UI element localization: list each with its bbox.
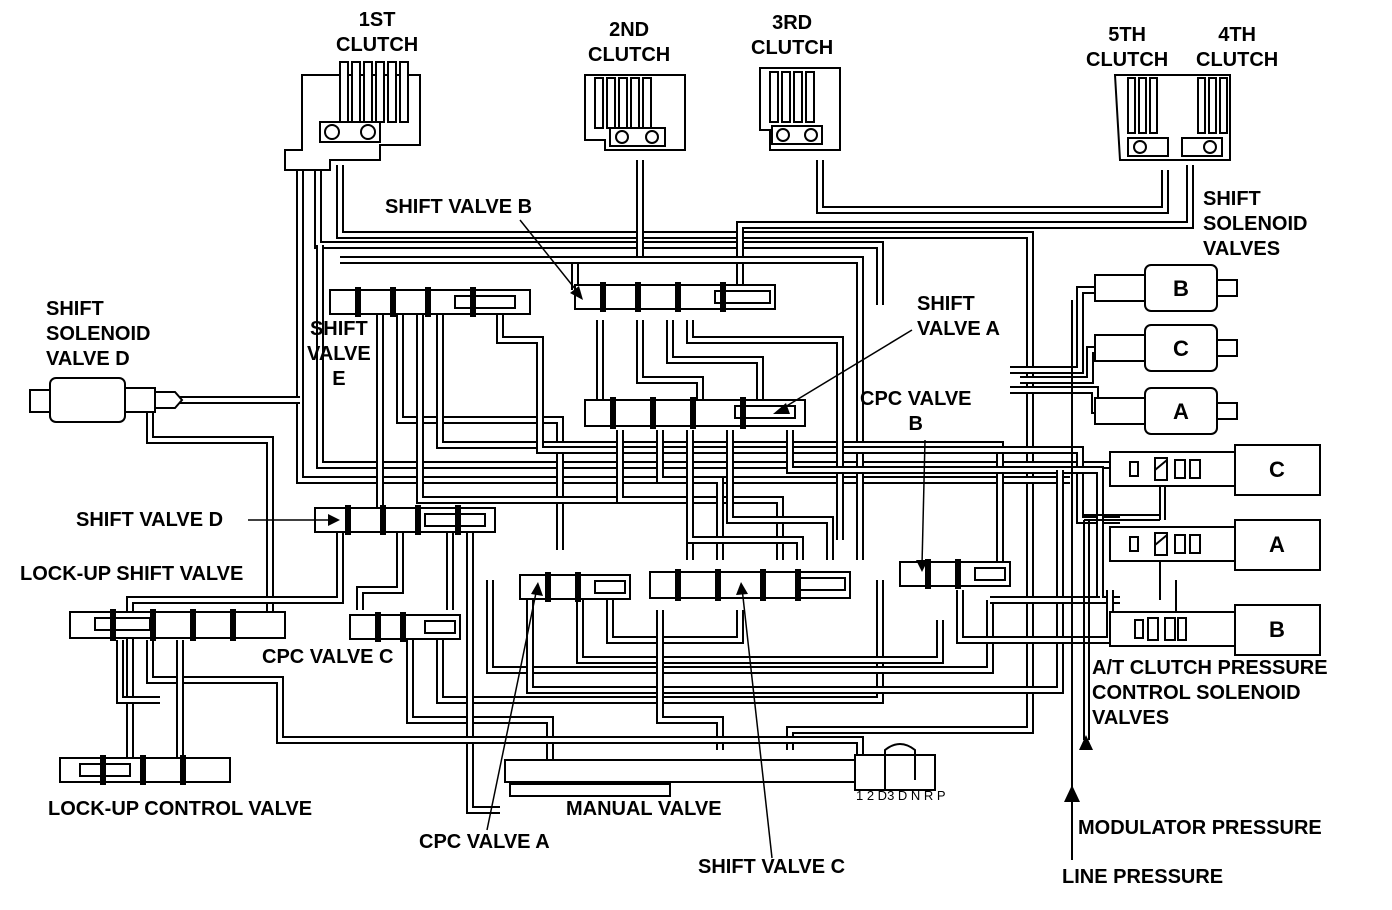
label-shift-valve-e-line1: SHIFT	[309, 318, 368, 340]
at-solenoid-c-letter: C	[1269, 457, 1285, 482]
label-shift-valve-e: SHIFT VALVE E	[307, 317, 371, 392]
label-lockup-control-valve: LOCK-UP CONTROL VALVE	[48, 798, 313, 820]
shift-valve-e-body	[329, 287, 531, 317]
label-shift-solenoid-valve-d-line1: SHIFT	[46, 298, 104, 320]
at-solenoid-a-letter: A	[1269, 532, 1285, 557]
hydraulic-passages	[116, 160, 1194, 814]
label-1st-clutch-line1: 1ST	[358, 9, 396, 31]
manual-valve-body: 1 2 D3 D N R P	[504, 743, 946, 803]
label-1st-clutch: 1ST CLUTCH	[336, 8, 418, 58]
shift-valve-d-body	[314, 505, 496, 535]
label-4th-clutch: 4TH CLUTCH	[1196, 23, 1278, 73]
label-1st-clutch-line2: CLUTCH	[336, 34, 419, 56]
shift-solenoid-valve-d	[29, 377, 184, 423]
label-cpc-valve-b: CPC VALVE B	[860, 387, 972, 437]
label-3rd-clutch-line2: CLUTCH	[751, 37, 834, 59]
label-2nd-clutch: 2ND CLUTCH	[588, 18, 670, 68]
label-2nd-clutch-line1: 2ND	[609, 19, 650, 41]
label-5th-clutch: 5TH CLUTCH	[1086, 23, 1168, 73]
label-at-clutch-pressure-line1: A/T CLUTCH PRESSURE	[1092, 657, 1328, 679]
label-shift-solenoid-valve-d: SHIFT SOLENOID VALVE D	[46, 297, 150, 372]
label-shift-solenoid-valve-d-line2: SOLENOID	[46, 323, 151, 345]
label-at-clutch-pressure-line3: VALVES	[1092, 707, 1170, 729]
shift-valve-b-body	[574, 282, 776, 312]
clutch-2nd	[584, 74, 686, 151]
label-shift-solenoid-valves-line1: SHIFT	[1203, 188, 1261, 210]
label-shift-solenoid-valve-d-line3: VALVE D	[46, 348, 130, 370]
label-shift-valve-a: SHIFT VALVE A	[917, 292, 1000, 342]
shift-valve-c-body	[649, 569, 851, 601]
cpc-valve-c-body	[349, 612, 461, 642]
label-5th-clutch-line1: 5TH	[1108, 24, 1146, 46]
at-clutch-pressure-solenoids: C A B	[1109, 444, 1321, 656]
at-solenoid-b-letter: B	[1269, 617, 1285, 642]
label-4th-clutch-line2: CLUTCH	[1196, 49, 1279, 71]
manual-valve-positions: 1 2 D3 D N R P	[856, 788, 946, 803]
label-3rd-clutch: 3RD CLUTCH	[751, 11, 833, 61]
label-cpc-valve-b-line1: CPC VALVE	[860, 388, 972, 410]
label-5th-clutch-line2: CLUTCH	[1086, 49, 1169, 71]
shift-solenoid-valves: B C A	[1094, 264, 1238, 435]
label-shift-valve-d: SHIFT VALVE D	[76, 509, 224, 531]
cpc-valve-b-body	[899, 559, 1011, 589]
label-shift-valve-c: SHIFT VALVE C	[698, 856, 846, 878]
leader-arrows	[248, 219, 1093, 860]
label-cpc-valve-a: CPC VALVE A	[419, 831, 550, 853]
label-shift-valve-a-line1: SHIFT	[917, 293, 975, 315]
label-4th-clutch-line1: 4TH	[1218, 24, 1256, 46]
shift-solenoid-a-letter: A	[1173, 399, 1189, 424]
label-modulator-pressure: MODULATOR PRESSURE	[1078, 817, 1322, 839]
clutch-3rd	[759, 67, 841, 151]
shift-solenoid-c-letter: C	[1173, 336, 1189, 361]
label-shift-solenoid-valves-line2: SOLENOID	[1203, 213, 1308, 235]
clutch-1st	[284, 61, 421, 171]
lockup-shift-valve-body	[69, 609, 286, 641]
label-shift-solenoid-valves: SHIFT SOLENOID VALVES	[1203, 187, 1307, 262]
label-shift-solenoid-valves-line3: VALVES	[1203, 238, 1281, 260]
clutch-5th-4th	[1113, 74, 1231, 161]
label-at-clutch-pressure-solenoids: A/T CLUTCH PRESSURE CONTROL SOLENOID VAL…	[1092, 656, 1328, 731]
shift-valve-a-body	[584, 397, 806, 429]
shift-solenoid-b-letter: B	[1173, 276, 1189, 301]
label-cpc-valve-b-line2: B	[908, 413, 923, 435]
label-line-pressure: LINE PRESSURE	[1062, 866, 1224, 888]
label-manual-valve: MANUAL VALVE	[566, 798, 722, 820]
label-3rd-clutch-line1: 3RD	[772, 12, 813, 34]
label-2nd-clutch-line2: CLUTCH	[588, 44, 671, 66]
lockup-control-valve-body	[59, 755, 231, 785]
label-shift-valve-b: SHIFT VALVE B	[385, 196, 533, 218]
label-lockup-shift-valve: LOCK-UP SHIFT VALVE	[20, 563, 244, 585]
label-shift-valve-e-line2: VALVE	[307, 343, 371, 365]
label-shift-valve-e-line3: E	[332, 368, 346, 390]
label-at-clutch-pressure-line2: CONTROL SOLENOID	[1092, 682, 1301, 704]
label-cpc-valve-c: CPC VALVE C	[262, 646, 394, 668]
label-shift-valve-a-line2: VALVE A	[917, 318, 1000, 340]
